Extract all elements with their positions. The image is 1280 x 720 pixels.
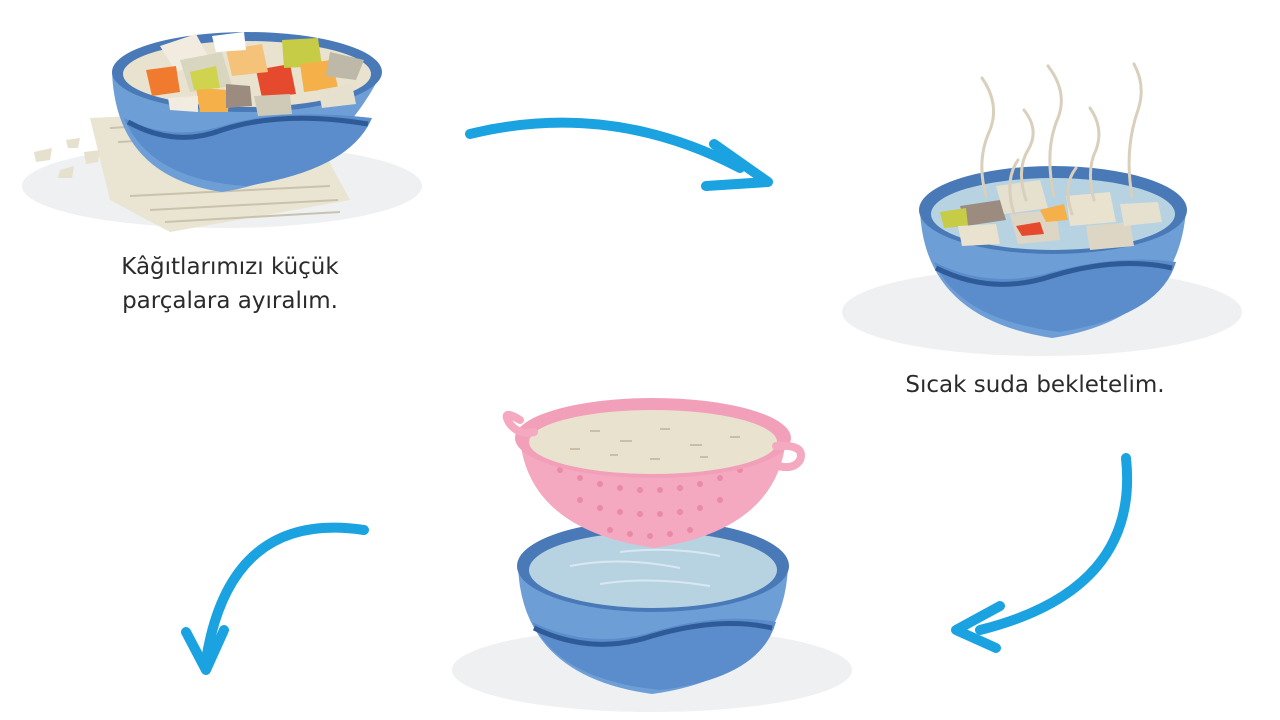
step1-caption: Kâğıtlarımızı küçük parçalara ayıralım. <box>70 250 390 318</box>
bowl-soaking-steam-icon <box>842 62 1242 356</box>
step1-caption-line2: parçalara ayıralım. <box>122 288 338 314</box>
arrow-left-icon <box>951 453 1133 653</box>
bowl-colander-icon <box>452 398 852 712</box>
arrow-left-down-icon <box>181 522 369 675</box>
bowl-paper-pieces-icon <box>22 32 422 232</box>
step2-caption: Sıcak suda bekletelim. <box>905 372 1165 398</box>
step1-caption-line1: Kâğıtlarımızı küçük <box>121 254 339 280</box>
arrow-right-icon <box>465 117 773 191</box>
